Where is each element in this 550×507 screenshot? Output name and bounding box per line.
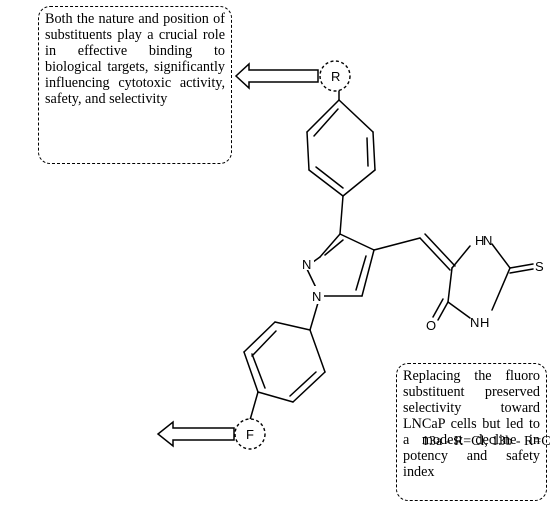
carbonyl-o-label: O [426,318,436,333]
f-highlight-circle [234,418,266,450]
fluorophenyl-ring [243,321,326,403]
r-label: R [331,69,340,84]
f-bond [249,391,259,421]
methine-double-bond-b [424,233,456,267]
top-phenyl-ring [306,99,376,197]
thione-bond-a [509,263,534,269]
nh-top-n-label: N [483,233,492,248]
r-highlight-circle [319,60,351,92]
arrow-to-bottom-note [156,420,235,448]
arrow-to-top-note [234,62,319,90]
phenyl-pyrazole-bond [339,195,344,235]
carbonyl-bond-a [437,301,449,321]
nh-top-h-label: H [475,233,484,248]
nh-bottom-n-label: N [470,315,479,330]
substituent-note-top: Both the nature and position of substitu… [38,6,232,164]
f-label: F [246,427,254,442]
pyrazole-ring [305,233,375,297]
pyrazole-methine-bond [373,237,421,251]
pyrazole-n1-label: N [312,289,321,304]
thione-bond-b [509,268,534,274]
compound-caption: 13a - R=Cl, 13b - R=CF3 [422,434,550,452]
fluoro-note-bottom: Replacing the fluoro substituent preserv… [396,363,547,501]
carbonyl-bond-b [432,298,444,318]
pyrazole-n2-label: N [302,257,311,272]
nh-bottom-h-label: H [480,315,489,330]
thiohydantoin-ring [447,243,511,319]
thione-s-label: S [535,259,544,274]
caption-text: 13a - R=Cl, 13b - R=CF [422,434,550,449]
methine-double-bond-a [419,237,451,271]
